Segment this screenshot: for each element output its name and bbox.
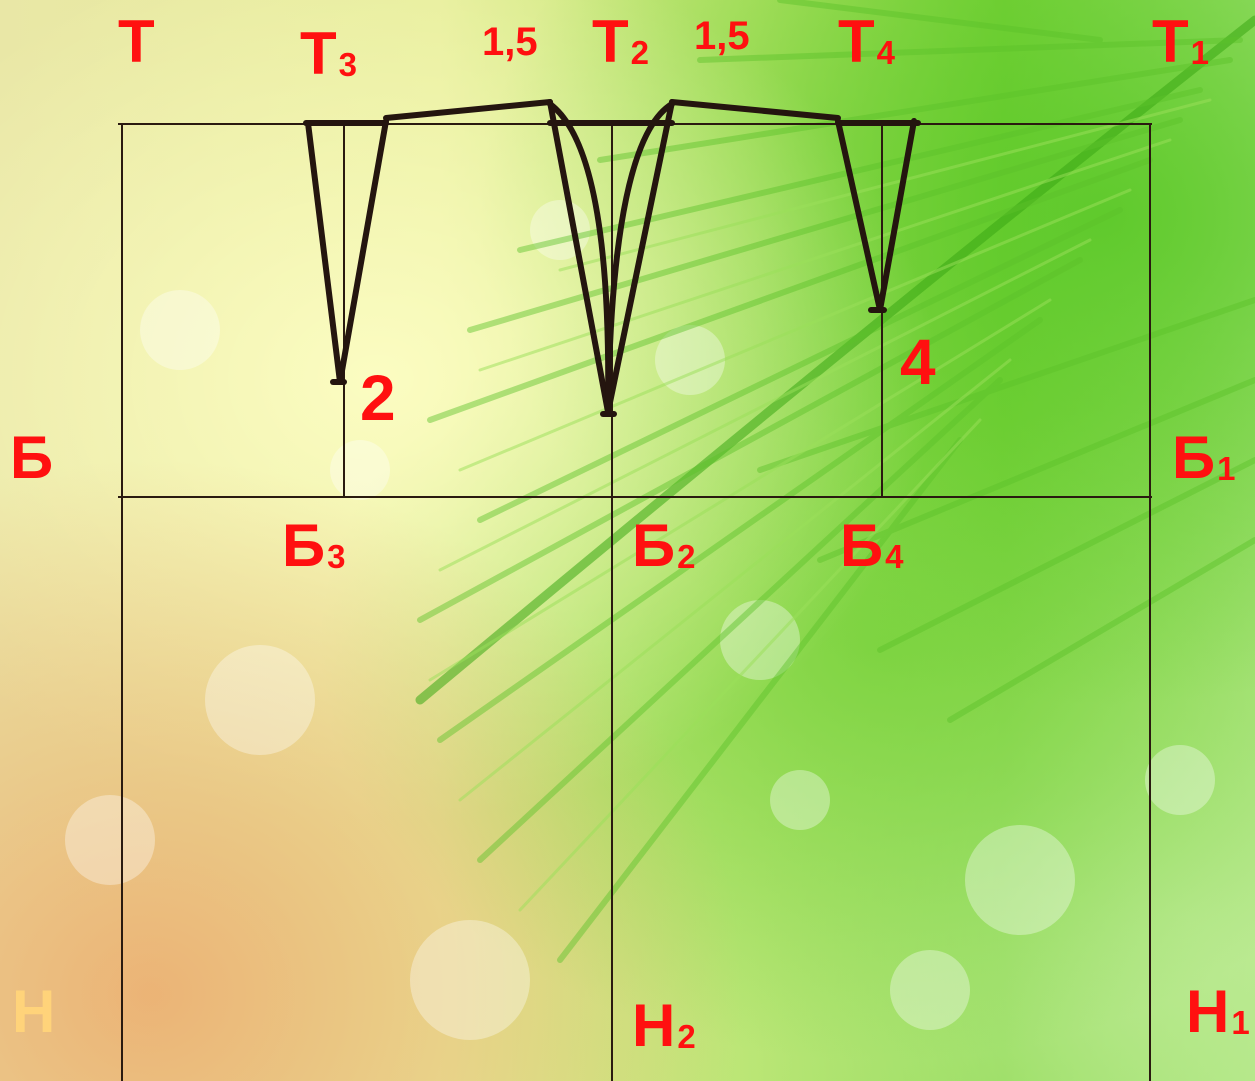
label-T: Т (118, 12, 155, 72)
label-T1: Т1 (1152, 12, 1209, 72)
label-H2-text: Н (632, 992, 676, 1059)
label-H2: Н2 (632, 996, 696, 1056)
label-T4: Т4 (838, 12, 895, 72)
front-dart (305, 118, 389, 385)
label-B2-text: Б (632, 512, 676, 579)
pattern-outline (303, 99, 921, 417)
label-B2-sub: 2 (677, 537, 696, 575)
dart-back-value: 4 (900, 326, 936, 398)
label-H-text: Н (12, 978, 56, 1045)
label-T1-sub: 1 (1190, 33, 1210, 71)
label-B4: Б4 (840, 516, 903, 576)
label-raise-left: 1,5 (482, 22, 538, 62)
label-T2: Т2 (592, 12, 649, 72)
side-dart-left (547, 99, 611, 415)
label-B1-text: Б (1172, 424, 1216, 491)
label-T3-text: Т (300, 20, 337, 87)
label-H: Н (12, 982, 55, 1042)
label-T1-text: Т (1152, 8, 1189, 75)
raise-left-value: 1,5 (482, 20, 538, 64)
back-waist-curve (669, 99, 841, 121)
label-raise-right: 1,5 (694, 16, 750, 56)
label-dart-front: 2 (360, 366, 396, 430)
raise-right-value: 1,5 (694, 14, 750, 58)
label-T2-sub: 2 (630, 33, 650, 71)
label-B1-sub: 1 (1217, 449, 1236, 487)
label-H1: Н1 (1186, 982, 1250, 1042)
back-dart (835, 118, 917, 313)
front-waist-curve (383, 99, 553, 121)
label-B3: Б3 (282, 516, 345, 576)
label-T2-text: Т (592, 8, 629, 75)
label-B4-sub: 4 (885, 537, 904, 575)
label-H1-sub: 1 (1231, 1003, 1250, 1041)
label-B3-sub: 3 (327, 537, 346, 575)
label-T3: Т3 (300, 24, 357, 84)
label-B-text: Б (10, 424, 54, 491)
label-H2-sub: 2 (677, 1017, 696, 1055)
side-dart-right (605, 99, 675, 415)
label-B1: Б1 (1172, 428, 1235, 488)
label-T-text: Т (118, 8, 155, 75)
label-T3-sub: 3 (338, 45, 358, 83)
label-H1-text: Н (1186, 978, 1230, 1045)
label-dart-back: 4 (900, 330, 936, 394)
label-B: Б (10, 428, 53, 488)
label-B2: Б2 (632, 516, 695, 576)
side-dart-right-curve (605, 101, 675, 415)
dart-front-value: 2 (360, 362, 396, 434)
label-B3-text: Б (282, 512, 326, 579)
label-T4-text: Т (838, 8, 875, 75)
label-T4-sub: 4 (876, 33, 896, 71)
label-B4-text: Б (840, 512, 884, 579)
